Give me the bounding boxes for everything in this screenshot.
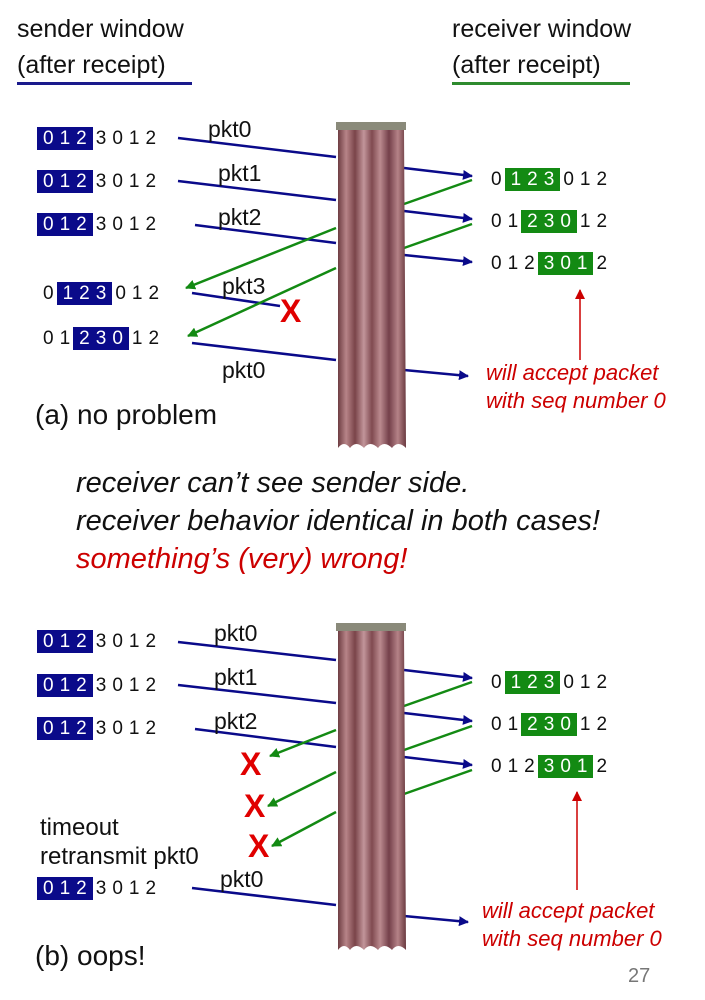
loss-x-icon: X <box>280 293 302 329</box>
sender-window-title: sender window <box>17 15 184 43</box>
scenario-a-ack-lines <box>185 178 473 338</box>
packet-label: pkt0 <box>214 620 258 646</box>
receiver-window-subtitle: (after receipt) <box>452 51 601 79</box>
packet-label: pkt2 <box>214 708 258 734</box>
packet-label: pkt1 <box>214 664 258 690</box>
scenario-a-note-line2: with seq number 0 <box>486 388 666 413</box>
sender-underline <box>17 82 192 85</box>
page-number: 27 <box>628 965 651 987</box>
middle-line3: something’s (very) wrong! <box>76 543 408 575</box>
loss-x-icon: X <box>240 746 262 782</box>
packet-label: pkt0 <box>220 866 264 892</box>
curtain-a <box>336 122 406 448</box>
retransmit-label: retransmit pkt0 <box>40 843 199 870</box>
sender-window-subtitle: (after receipt) <box>17 51 166 79</box>
scenario-b-receiver-lines <box>403 668 473 927</box>
receiver-underline <box>452 82 630 85</box>
scenario-b-caption: (b) oops! <box>35 940 146 971</box>
receiver-window-title: receiver window <box>452 15 632 43</box>
curtain-b <box>336 623 406 950</box>
scenario-b-sender-lines <box>177 640 337 907</box>
scenario-a-note-line1: will accept packet <box>486 360 659 385</box>
packet-label: pkt0 <box>208 116 252 142</box>
middle-line2: receiver behavior identical in both case… <box>76 505 600 537</box>
loss-x-icon: X <box>244 788 266 824</box>
scenario-a-sender-lines <box>177 136 337 362</box>
timeout-label: timeout <box>40 814 119 841</box>
scenario-a-receiver-lines <box>403 166 473 381</box>
scenario-b-note-line1: will accept packet <box>482 898 655 923</box>
scenario-b-note-line2: with seq number 0 <box>482 926 662 951</box>
packet-label: pkt3 <box>222 273 266 299</box>
packet-label: pkt0 <box>222 357 266 383</box>
scenario-b-ack-lines <box>267 680 473 848</box>
loss-x-icon: X <box>248 828 270 864</box>
middle-line1: receiver can’t see sender side. <box>76 467 470 499</box>
scenario-a-caption: (a) no problem <box>35 399 218 430</box>
packet-label: pkt1 <box>218 160 262 186</box>
packet-label: pkt2 <box>218 204 262 230</box>
